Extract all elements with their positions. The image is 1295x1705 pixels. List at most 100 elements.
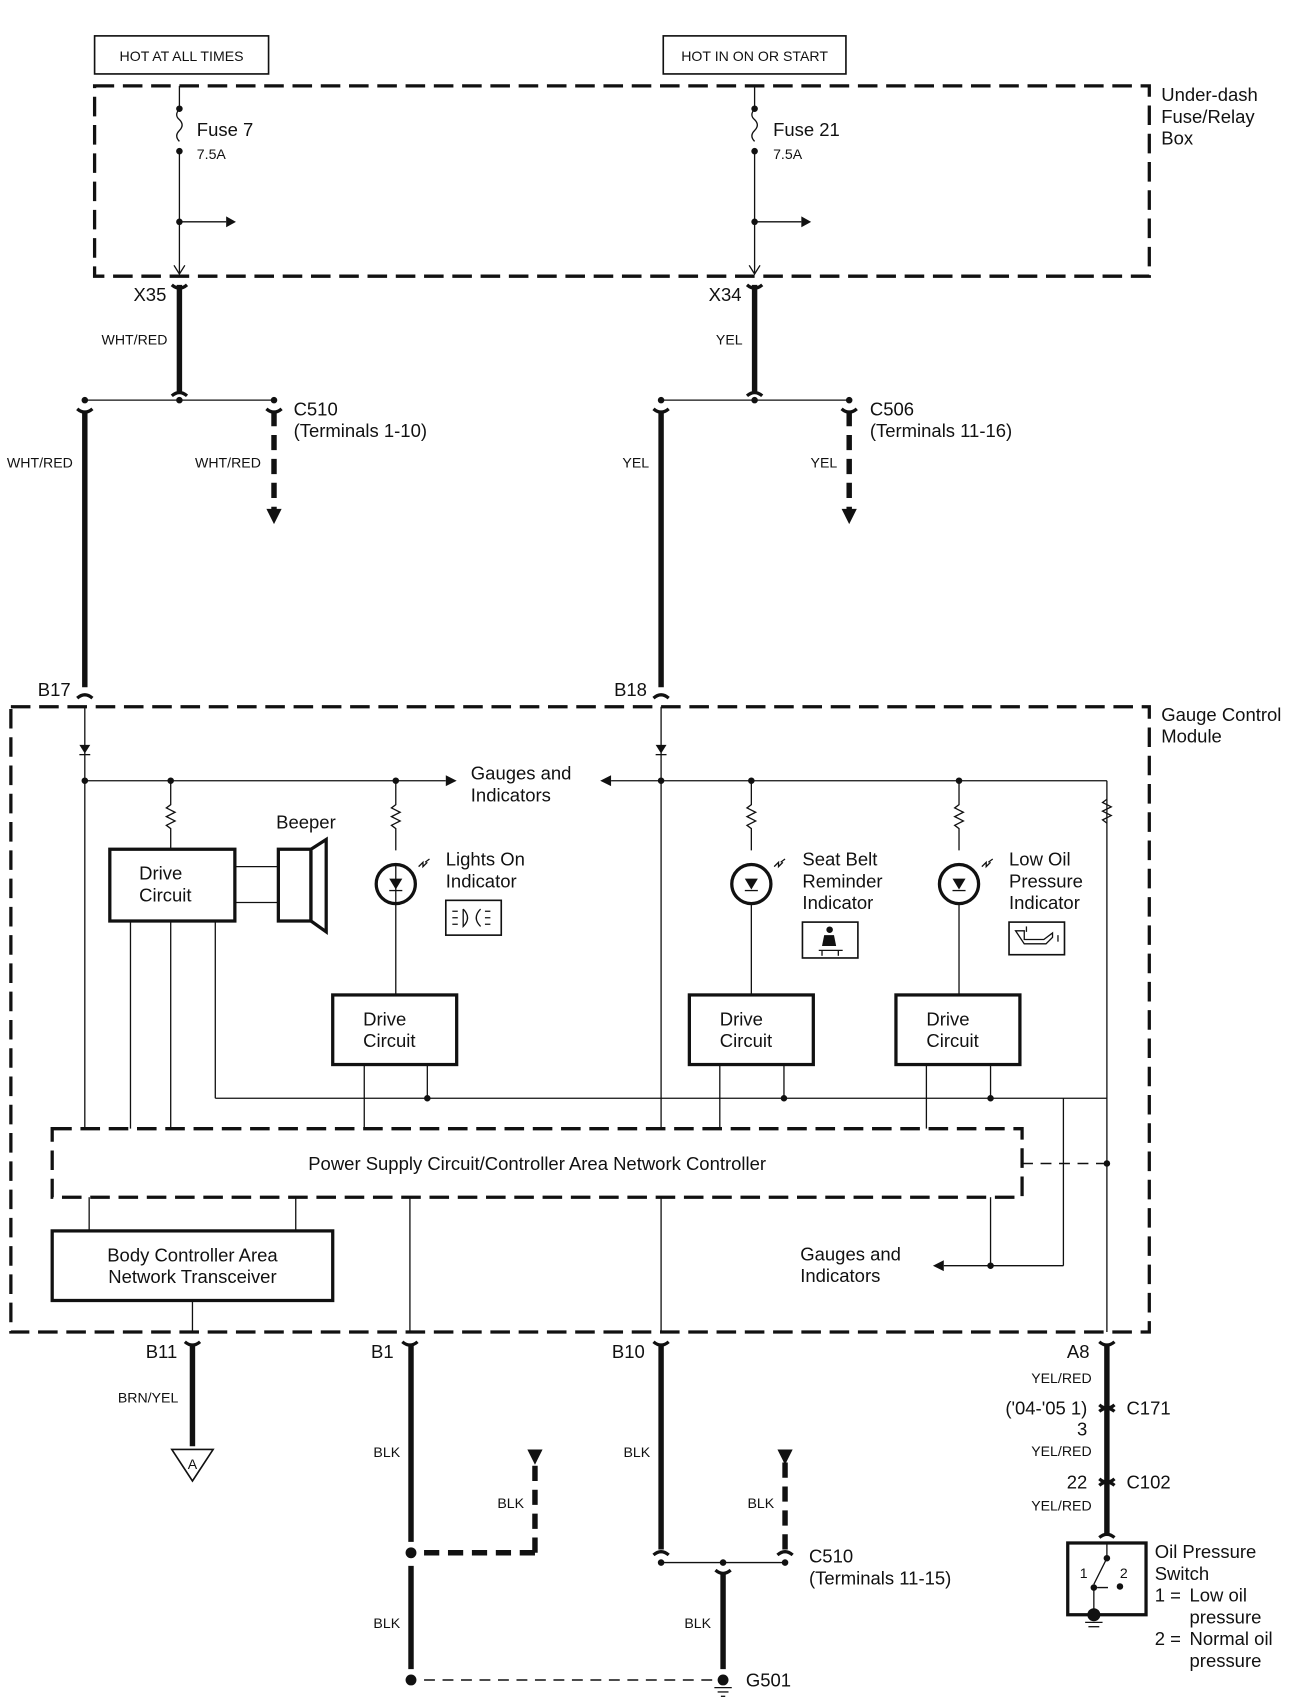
resistor-icon [164,780,177,852]
under-dash-fuse-relay-box [92,84,1151,278]
pin-b11: B11 [146,1341,177,1362]
lights-on-label-line-2: Indicator [446,870,517,891]
wire-color-label: WHT/RED [195,455,261,471]
hot-at-all-times-label: HOT AT ALL TIMES [93,35,270,75]
connector-c506-name: C506 [870,398,914,419]
legend-2-key: 2 = [1155,1628,1181,1649]
fuse-icon [176,108,183,142]
module-label-line-1: Gauge Control [1161,704,1281,725]
connector-icon [170,390,189,398]
arrow-down-icon [841,508,857,525]
ground-g501-label: G501 [746,1670,791,1691]
reference-a-icon [170,1448,215,1483]
headlight-icon [444,899,503,936]
oil-pressure-switch [1066,1541,1148,1628]
wire-color-label: YEL/RED [1031,1370,1091,1386]
pin-a8: A8 [1067,1341,1090,1362]
connector-c510-terminals: (Terminals 1-10) [294,420,427,441]
diode-icon [655,744,667,754]
connector-c102-icon [1098,1477,1116,1487]
arrow-left-icon [932,1260,944,1272]
seat-belt-label-line-1: Seat Belt [802,849,877,870]
fuse-21-rating: 7.5A [773,146,803,162]
resistor-icon [953,780,965,851]
arrow-up-end-icon [527,1449,543,1465]
switch-pos-1: 1 [1080,1565,1088,1581]
seat-belt-label-line-3: Indicator [802,892,873,913]
resistor-icon [389,780,402,851]
switch-pos-2: 2 [1120,1565,1128,1581]
hot-in-on-or-start-text: HOT IN ON OR START [681,48,828,64]
connector-c506-terminals: (Terminals 11-16) [870,420,1012,441]
c171-pin-note: ('04-'05 1) [1005,1398,1087,1419]
wire-color-label: YEL/RED [1031,1497,1091,1513]
pin-b10: B10 [612,1341,645,1362]
transceiver-label-line-2: Network Transceiver [108,1266,276,1287]
connector-c102-name: C102 [1126,1472,1170,1493]
gauge-control-module [9,705,1151,1334]
legend-2-line-1: Normal oil [1190,1628,1273,1649]
fuse-7-rating: 7.5A [197,146,227,162]
wire-color-label: BLK [497,1495,524,1511]
wire-color-label: YEL [811,455,838,471]
oil-switch-label-line-1: Oil Pressure [1155,1541,1257,1562]
connector-icon [745,390,764,398]
drive-circuit-line-1: Drive [720,1008,763,1029]
connector-c171-icon [1098,1403,1116,1413]
seat-belt-indicator-lamp [730,858,786,994]
resistor-icon [1101,798,1113,824]
reference-a-label: A [188,1456,198,1472]
fuse-21-name: Fuse 21 [773,119,840,140]
wire-color-label: YEL/RED [1031,1443,1091,1459]
connector-icon [652,693,670,700]
low-oil-drive-circuit [894,993,1022,1067]
arrow-left-icon [600,775,612,787]
pin-b17: B17 [38,679,71,700]
body-can-transceiver [50,1229,335,1303]
lights-on-drive-circuit [331,993,459,1067]
connector-c171-name: C171 [1126,1398,1170,1419]
connector-icon [652,1550,670,1557]
wire-color-label: BLK [373,1615,400,1631]
fuse-box-label-line-2: Fuse/Relay [1161,106,1255,127]
fuse-box-label-line-3: Box [1161,128,1194,149]
hot-in-on-or-start-label: HOT IN ON OR START [662,35,847,75]
lights-on-label-line-1: Lights On [446,849,525,870]
light-emission-icon [773,858,786,869]
fuse-21: Fuse 21 7.5A [748,85,840,276]
connector-c510-name: C510 [294,398,338,419]
low-oil-indicator-lamp [937,858,994,994]
drive-circuit-line-1: Drive [363,1008,406,1029]
drive-circuit-line-2: Circuit [139,884,191,905]
pin-x34: X34 [709,284,742,305]
c102-pin: 22 [1067,1472,1088,1493]
connector-icon [776,1550,794,1557]
gauges-lower-label-line-1: Gauges and [800,1243,901,1264]
legend-1-line-1: Low oil [1190,1585,1247,1606]
drive-circuit-line-2: Circuit [363,1030,415,1051]
ground-g501-icon [714,1674,732,1697]
wire-color-label: BRN/YEL [118,1390,179,1406]
resistor-icon [745,780,758,851]
drive-circuit-line-1: Drive [139,863,182,884]
low-oil-label-line-2: Pressure [1009,870,1083,891]
seatbelt-icon [801,921,859,959]
low-oil-label-line-3: Indicator [1009,892,1080,913]
diode-icon [79,744,91,754]
arrow-up-end-icon [777,1449,793,1465]
legend-2-line-2: pressure [1190,1650,1262,1671]
legend-1-key: 1 = [1155,1585,1181,1606]
wire-color-label: BLK [624,1444,651,1460]
gauges-lower-label-line-2: Indicators [800,1265,880,1286]
low-oil-label-line-1: Low Oil [1009,849,1071,870]
c171-pin: 3 [1077,1418,1087,1439]
connector-c510-bottom-name: C510 [809,1546,853,1567]
connector-icon [76,693,94,700]
lights-on-indicator-lamp [374,858,430,994]
fuse-box-label-line-1: Under-dash [1161,84,1258,105]
wire-x34-yel: X34 YEL [709,283,764,398]
fuse-7-name: Fuse 7 [197,119,253,140]
power-supply-label: Power Supply Circuit/Controller Area Net… [308,1153,766,1174]
pin-x35: X35 [133,284,166,305]
